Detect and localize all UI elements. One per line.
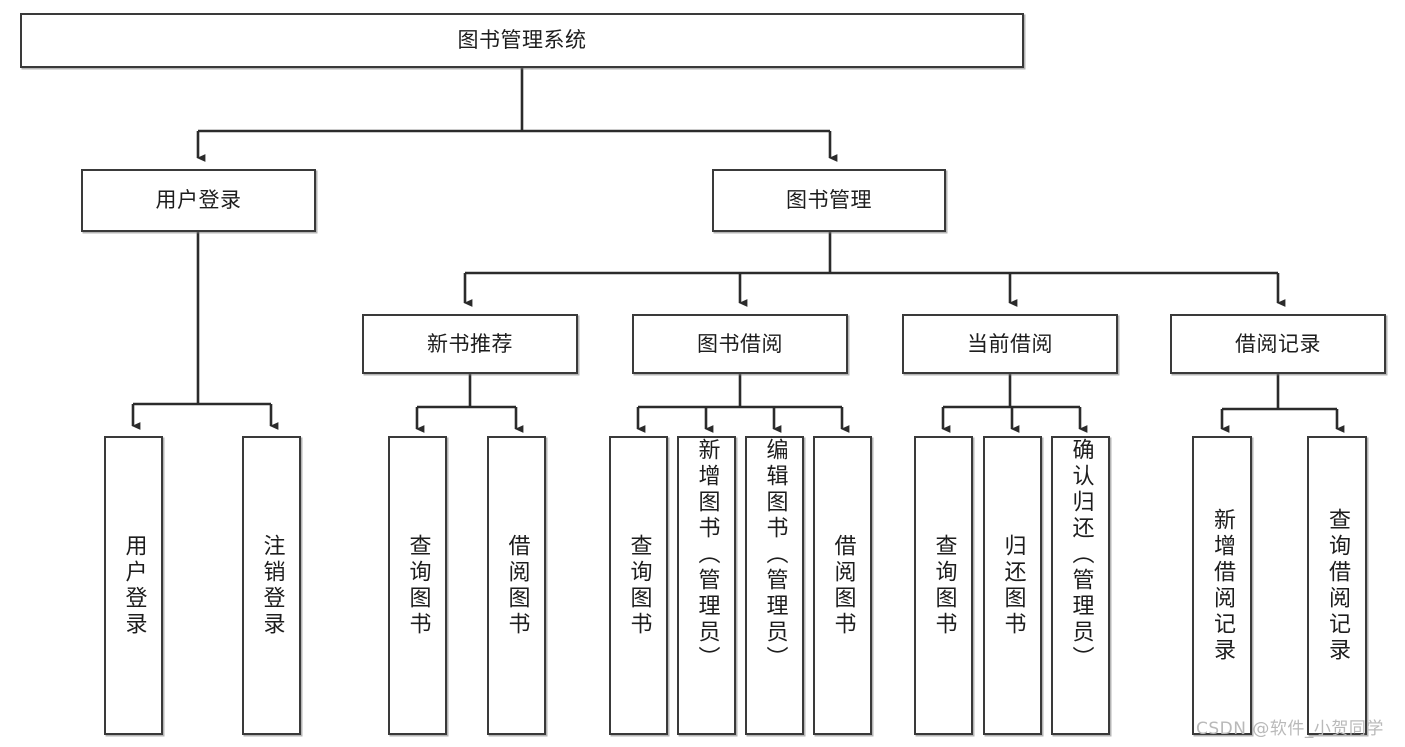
node-leaf-query-record[interactable]: 查询借阅记录 bbox=[1307, 436, 1367, 735]
node-current-borrow[interactable]: 当前借阅 bbox=[902, 314, 1118, 374]
node-current-borrow-label: 当前借阅 bbox=[967, 331, 1053, 356]
node-new-book-recommend-label: 新书推荐 bbox=[427, 331, 513, 356]
node-user-login[interactable]: 用户登录 bbox=[81, 169, 316, 232]
csdn-watermark: CSDN @软件_小贺同学 bbox=[1196, 719, 1384, 739]
node-leaf-user-login-label: 用户登录 bbox=[121, 533, 147, 638]
node-leaf-add-record-label: 新增借阅记录 bbox=[1210, 507, 1235, 664]
node-borrow-record[interactable]: 借阅记录 bbox=[1170, 314, 1386, 374]
node-book-management[interactable]: 图书管理 bbox=[712, 169, 946, 232]
node-root-label: 图书管理系统 bbox=[457, 28, 587, 53]
node-root[interactable]: 图书管理系统 bbox=[20, 13, 1024, 68]
node-leaf-query-book-1-label: 查询图书 bbox=[405, 533, 431, 638]
node-book-borrow[interactable]: 图书借阅 bbox=[632, 314, 848, 374]
node-leaf-borrow-book-1-label: 借阅图书 bbox=[504, 533, 530, 638]
node-leaf-logout-login-label: 注销登录 bbox=[259, 533, 285, 638]
node-leaf-query-book-2[interactable]: 查询图书 bbox=[609, 436, 668, 735]
node-book-management-label: 图书管理 bbox=[786, 188, 872, 213]
node-leaf-add-record[interactable]: 新增借阅记录 bbox=[1192, 436, 1252, 735]
node-leaf-query-book-1[interactable]: 查询图书 bbox=[388, 436, 447, 735]
node-book-borrow-label: 图书借阅 bbox=[697, 331, 783, 356]
node-leaf-borrow-book-2-label: 借阅图书 bbox=[830, 533, 856, 638]
node-leaf-borrow-book-1[interactable]: 借阅图书 bbox=[487, 436, 546, 735]
node-leaf-edit-book[interactable]: 编辑图书（管理员） bbox=[745, 436, 804, 735]
node-leaf-user-login[interactable]: 用户登录 bbox=[104, 436, 163, 735]
node-leaf-query-record-label: 查询借阅记录 bbox=[1325, 507, 1350, 664]
node-leaf-logout-login[interactable]: 注销登录 bbox=[242, 436, 301, 735]
node-leaf-query-book-2-label: 查询图书 bbox=[626, 533, 652, 638]
node-leaf-borrow-book-2[interactable]: 借阅图书 bbox=[813, 436, 872, 735]
node-user-login-label: 用户登录 bbox=[155, 188, 242, 213]
node-leaf-edit-book-label: 编辑图书（管理员） bbox=[762, 438, 788, 672]
node-leaf-confirm-return-label: 确认归还（管理员） bbox=[1068, 438, 1094, 672]
node-leaf-add-book[interactable]: 新增图书（管理员） bbox=[677, 436, 736, 735]
node-leaf-query-book-3-label: 查询图书 bbox=[931, 533, 957, 638]
node-leaf-query-book-3[interactable]: 查询图书 bbox=[914, 436, 973, 735]
node-borrow-record-label: 借阅记录 bbox=[1235, 331, 1321, 356]
node-new-book-recommend[interactable]: 新书推荐 bbox=[362, 314, 578, 374]
node-leaf-confirm-return[interactable]: 确认归还（管理员） bbox=[1051, 436, 1110, 735]
node-leaf-return-book-label: 归还图书 bbox=[1000, 533, 1026, 638]
node-leaf-add-book-label: 新增图书（管理员） bbox=[694, 438, 720, 672]
node-leaf-return-book[interactable]: 归还图书 bbox=[983, 436, 1042, 735]
